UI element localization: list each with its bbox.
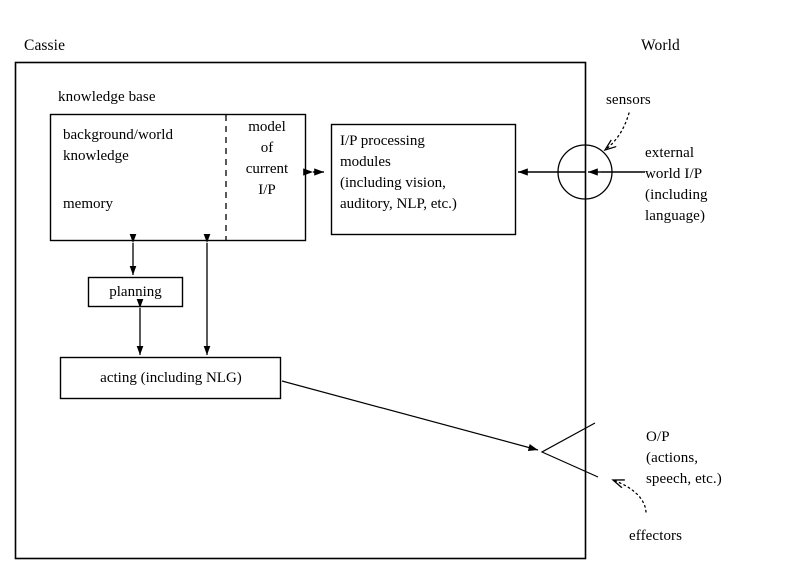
knowledge-base-label: knowledge base xyxy=(58,89,156,105)
kb-model-line1: model xyxy=(248,119,286,135)
planning-label: planning xyxy=(109,284,162,300)
ip-modules-line1: I/P processing xyxy=(340,133,425,149)
effectors-label: effectors xyxy=(629,528,683,544)
ip-processing-box xyxy=(330,123,517,236)
output-line3: speech, etc.) xyxy=(646,471,722,487)
kb-memory-label: memory xyxy=(63,196,113,212)
planning-box xyxy=(87,276,184,308)
cassie-boundary-box xyxy=(14,61,587,560)
acting-box xyxy=(59,356,282,400)
sensor-circle xyxy=(557,144,613,200)
output-line2: (actions, xyxy=(646,450,699,466)
sensors-pointer-arrow xyxy=(605,112,630,150)
effector-chevron xyxy=(540,422,599,478)
external-input-line1: external xyxy=(645,145,695,161)
knowledge-base-box xyxy=(49,113,307,242)
effectors-pointer-arrow xyxy=(613,480,647,513)
output-line1: O/P xyxy=(646,429,670,445)
world-title: World xyxy=(641,37,680,54)
kb-model-line2: of xyxy=(260,140,274,156)
kb-background-world-line1: background/world xyxy=(63,127,173,143)
arrow-acting-to-effectors xyxy=(281,380,539,451)
external-input-line2: world I/P xyxy=(645,166,703,182)
ip-modules-line4: auditory, NLP, etc.) xyxy=(340,196,457,212)
external-input-line3: (including xyxy=(645,187,708,203)
external-input-line4: language) xyxy=(645,208,706,224)
acting-label: acting (including NLG) xyxy=(100,370,242,386)
ip-modules-line2: modules xyxy=(340,154,391,170)
sensors-label: sensors xyxy=(606,92,651,108)
kb-background-world-line2: knowledge xyxy=(63,148,129,164)
kb-model-line4: I/P xyxy=(258,182,276,198)
agent-title-cassie: Cassie xyxy=(24,37,66,54)
kb-model-line3: current xyxy=(245,161,289,177)
ip-modules-line3: (including vision, xyxy=(340,175,446,191)
